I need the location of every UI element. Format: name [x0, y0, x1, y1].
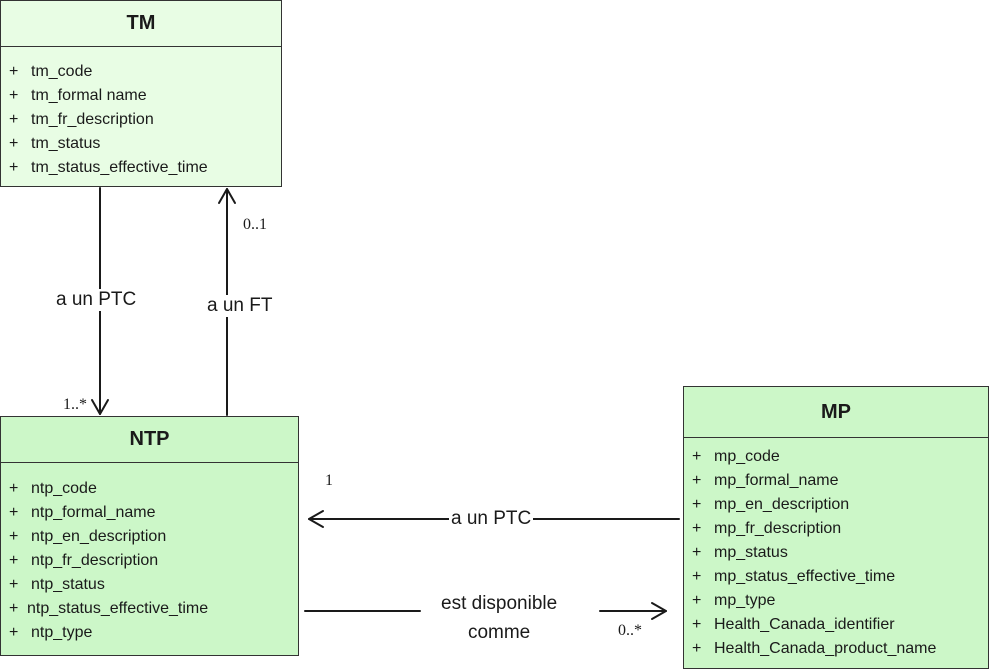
attribute: +ntp_en_description	[9, 525, 298, 549]
visibility-marker: +	[692, 496, 702, 513]
visibility-marker: +	[9, 528, 19, 545]
attribute: +tm_formal name	[9, 84, 281, 108]
attribute: +ntp_type	[9, 621, 298, 645]
class-mp-name: MP	[684, 387, 988, 438]
assoc-ntp-tm-ft-arrowhead	[218, 188, 236, 204]
visibility-marker: +	[9, 111, 19, 128]
visibility-marker: +	[692, 592, 702, 609]
assoc-mp-ntp-ptc-arrowhead	[308, 510, 324, 528]
visibility-marker: +	[692, 616, 702, 633]
assoc-ntp-tm-ft-label: a un FT	[204, 295, 276, 317]
attribute: +ntp_status	[9, 573, 298, 597]
attribute: +tm_fr_description	[9, 108, 281, 132]
class-ntp-attributes: +ntp_code +ntp_formal_name +ntp_en_descr…	[1, 463, 298, 645]
attribute: +mp_fr_description	[692, 517, 988, 541]
visibility-marker: +	[692, 568, 702, 585]
attribute: +mp_status_effective_time	[692, 565, 988, 589]
assoc-ntp-mp-dispo-label-line2: comme	[467, 622, 531, 643]
assoc-tm-ntp-ptc-arrowhead	[91, 399, 109, 415]
assoc-mp-ntp-ptc-multiplicity: 1	[325, 472, 333, 489]
attribute: +mp_code	[692, 445, 988, 469]
assoc-ntp-mp-dispo-label: est disponible comme	[437, 589, 562, 647]
attribute: +ntp_code	[9, 477, 298, 501]
visibility-marker: +	[9, 624, 19, 641]
visibility-marker: +	[9, 552, 19, 569]
attribute: +ntp_status_effective_time	[9, 597, 298, 621]
visibility-marker: +	[9, 480, 19, 497]
class-mp[interactable]: MP +mp_code +mp_formal_name +mp_en_descr…	[683, 386, 989, 669]
assoc-tm-ntp-ptc-label: a un PTC	[56, 289, 137, 311]
visibility-marker: +	[9, 159, 19, 176]
visibility-marker: +	[9, 576, 19, 593]
attribute: +tm_code	[9, 60, 281, 84]
visibility-marker: +	[9, 63, 19, 80]
attribute: +mp_en_description	[692, 493, 988, 517]
assoc-ntp-mp-dispo-label-line1: est disponible	[441, 593, 558, 614]
attribute: +Health_Canada_identifier	[692, 613, 988, 637]
attribute: +tm_status	[9, 132, 281, 156]
class-ntp-name: NTP	[1, 417, 298, 463]
attribute: +mp_type	[692, 589, 988, 613]
visibility-marker: +	[692, 472, 702, 489]
visibility-marker: +	[9, 135, 19, 152]
assoc-ntp-tm-ft-multiplicity: 0..1	[243, 216, 267, 233]
visibility-marker: +	[692, 544, 702, 561]
class-tm-attributes: +tm_code +tm_formal name +tm_fr_descript…	[1, 47, 281, 180]
visibility-marker: +	[692, 448, 702, 465]
attribute: +tm_status_effective_time	[9, 156, 281, 180]
class-ntp[interactable]: NTP +ntp_code +ntp_formal_name +ntp_en_d…	[0, 416, 299, 656]
class-mp-attributes: +mp_code +mp_formal_name +mp_en_descript…	[684, 438, 988, 661]
attribute: +mp_status	[692, 541, 988, 565]
class-tm[interactable]: TM +tm_code +tm_formal name +tm_fr_descr…	[0, 0, 282, 187]
attribute: +Health_Canada_product_name	[692, 637, 988, 661]
assoc-tm-ntp-ptc-multiplicity: 1..*	[63, 396, 87, 413]
assoc-mp-ntp-ptc-label: a un PTC	[449, 508, 534, 530]
visibility-marker: +	[692, 520, 702, 537]
attribute: +mp_formal_name	[692, 469, 988, 493]
visibility-marker: +	[692, 640, 702, 657]
assoc-ntp-mp-dispo-arrowhead	[651, 602, 667, 620]
visibility-marker: +	[9, 87, 19, 104]
visibility-marker: +	[9, 504, 19, 521]
attribute: +ntp_formal_name	[9, 501, 298, 525]
visibility-marker: +	[9, 600, 19, 617]
assoc-ntp-mp-dispo-multiplicity: 0..*	[618, 622, 642, 639]
attribute: +ntp_fr_description	[9, 549, 298, 573]
class-tm-name: TM	[1, 1, 281, 47]
